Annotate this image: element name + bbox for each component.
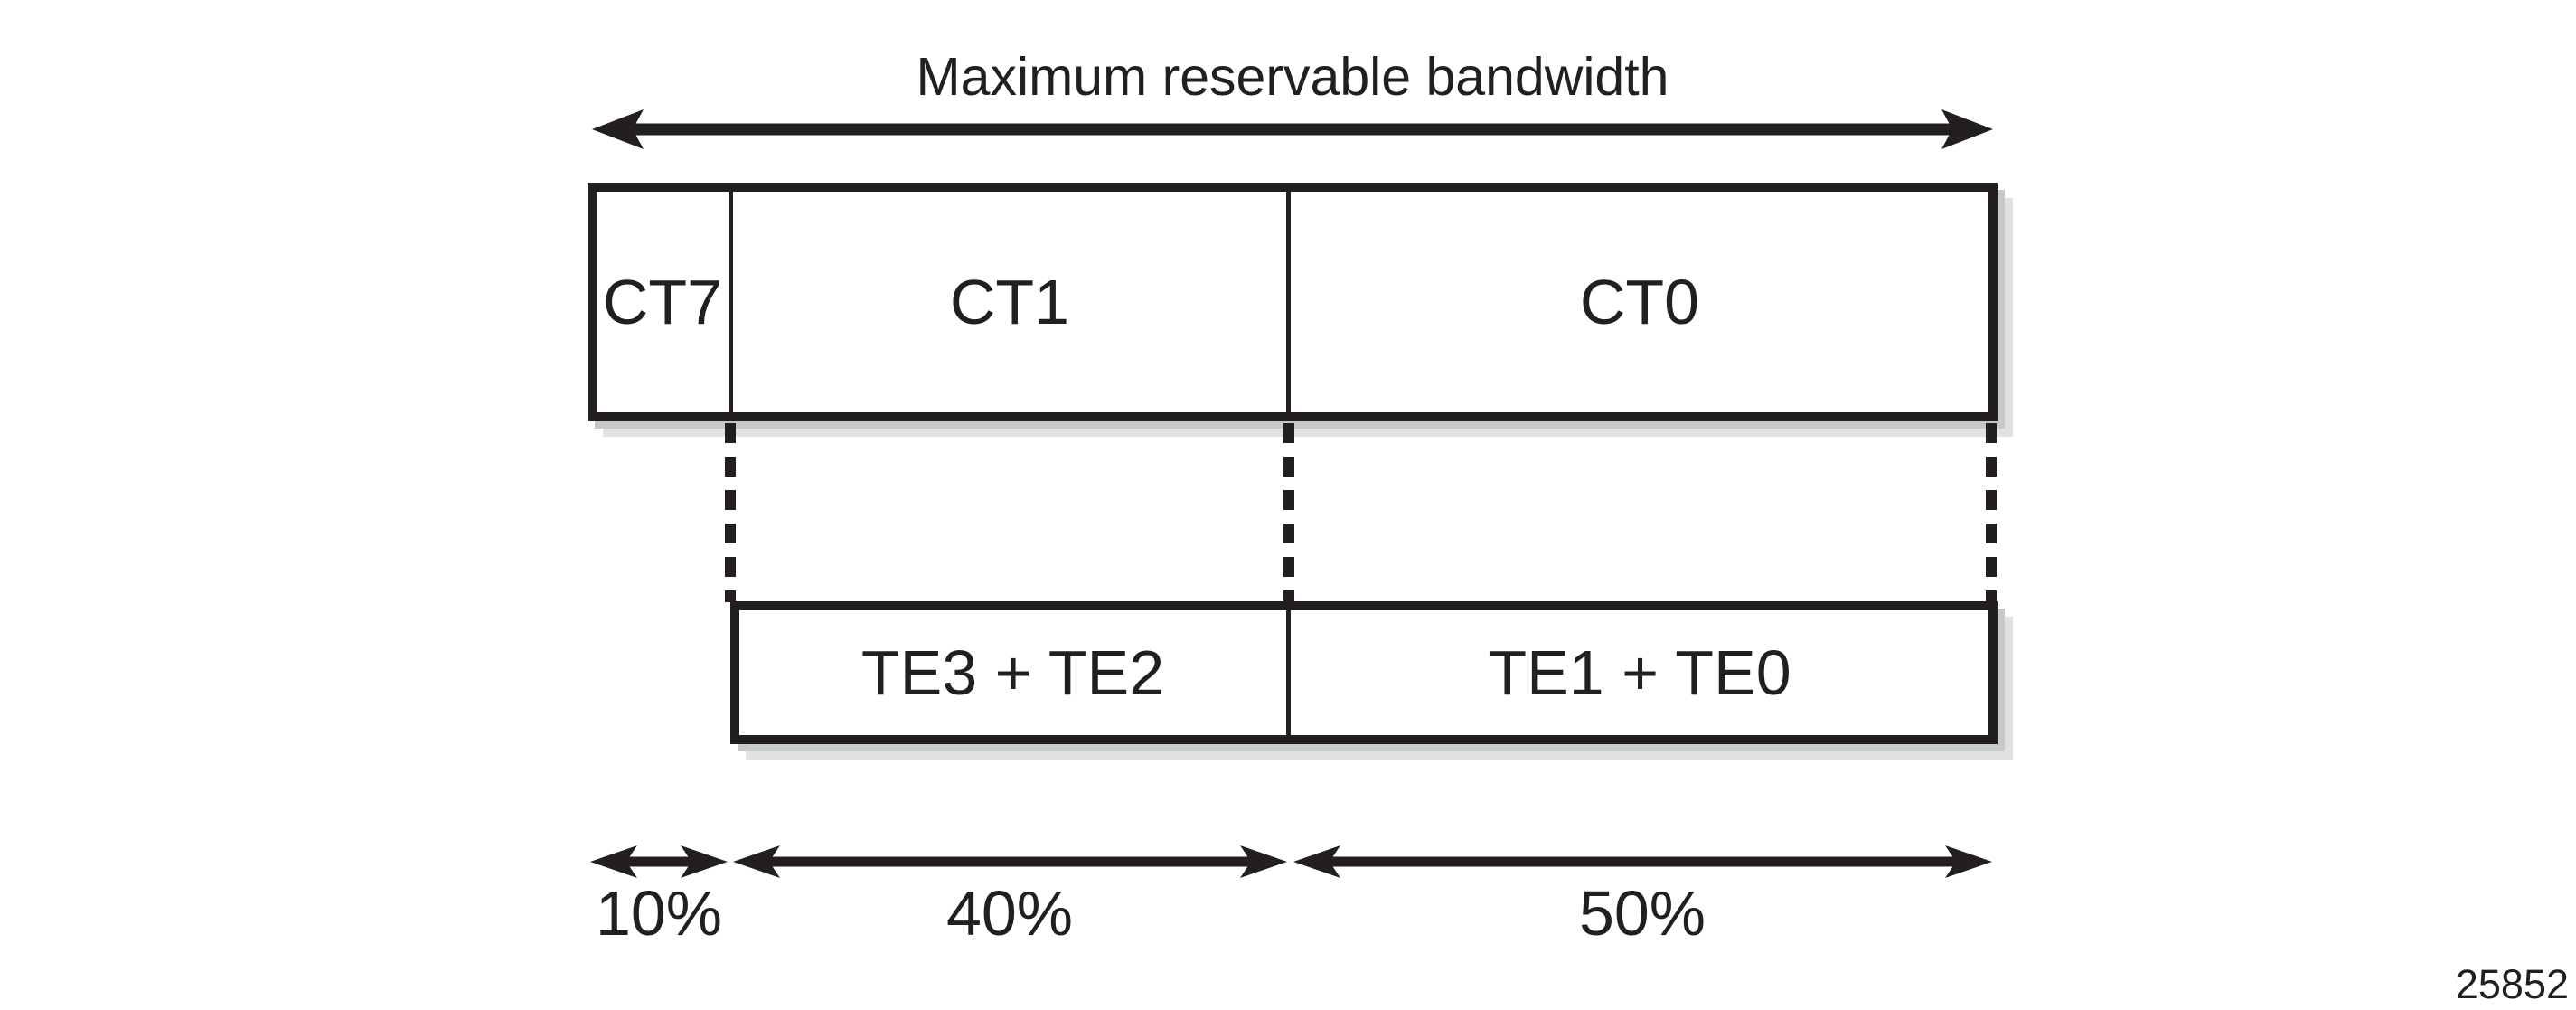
percent-label-50: 50% <box>1578 878 1706 949</box>
segment-ct7-label: CT7 <box>602 267 723 337</box>
figure-number: 25852 <box>2455 961 2569 1007</box>
measure-arrow-50pct <box>1293 845 1992 878</box>
diagram-title: Maximum reservable bandwidth <box>916 47 1669 107</box>
segment-te1-te0-label: TE1 + TE0 <box>1488 637 1791 708</box>
segment-ct1: CT1 <box>733 192 1291 412</box>
percent-label-40: 40% <box>945 878 1074 949</box>
class-type-bar: CT7 CT1 CT0 <box>588 183 1998 421</box>
segment-ct7: CT7 <box>597 192 733 412</box>
segment-ct1-label: CT1 <box>949 267 1070 337</box>
percent-label-10: 10% <box>595 878 723 949</box>
dashed-connector-lines <box>725 423 1997 602</box>
te-class-bar: TE3 + TE2 TE1 + TE0 <box>730 601 1998 744</box>
segment-ct0-label: CT0 <box>1579 267 1700 337</box>
segment-te3-te2-label: TE3 + TE2 <box>860 637 1165 708</box>
measure-arrow-40pct <box>733 845 1287 878</box>
segment-te3-te2: TE3 + TE2 <box>739 610 1291 735</box>
segment-te1-te0: TE1 + TE0 <box>1291 610 1988 735</box>
segment-ct0: CT0 <box>1291 192 1988 412</box>
max-bandwidth-span-arrow <box>592 109 1993 149</box>
measure-arrow-10pct <box>590 845 728 878</box>
